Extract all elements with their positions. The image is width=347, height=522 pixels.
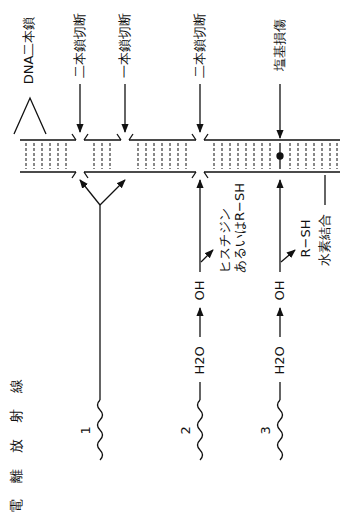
label-arrow (279, 84, 280, 138)
dna-heading: DNA二本鎖 (23, 15, 38, 85)
radical-label: OH (193, 279, 208, 301)
radiation-path (99, 205, 100, 400)
reaction-arrow (199, 180, 200, 272)
molecule-label: H2O (273, 345, 288, 375)
row-number: 3 (259, 425, 274, 435)
radiation-path (80, 180, 100, 205)
scavenger-arrow (201, 250, 213, 262)
break-mark (117, 134, 133, 140)
dna-strand (20, 171, 340, 172)
heading-bracket (14, 98, 46, 134)
label-arrow (124, 84, 125, 132)
hydrogen-bond-rungs (26, 143, 337, 169)
axis-label: 電離放射線 (8, 362, 24, 514)
label-arrow (79, 84, 80, 132)
break-mark (192, 134, 208, 178)
scavenger-label: ヒスチジン あるいはR−SH (218, 182, 248, 274)
scavenger-arrow (281, 250, 295, 262)
radiation-wave (98, 400, 103, 460)
break-label: 一本鎖切断 (118, 12, 133, 79)
row-number: 1 (79, 425, 94, 435)
radiation-path (100, 180, 125, 205)
radiation-path (279, 382, 280, 400)
bond-label: 水素結合 (318, 213, 333, 267)
label-arrow (199, 84, 200, 132)
radiation-wave (198, 400, 203, 460)
base-damage-dot (277, 153, 283, 159)
damage-label: 塩基損傷 (273, 18, 288, 72)
radical-label: OH (273, 279, 288, 301)
radiation-path (199, 382, 200, 400)
reaction-arrow (279, 180, 280, 272)
molecule-label: H2O (193, 345, 208, 375)
dna-strand (20, 139, 340, 140)
break-label: 二本鎖切断 (193, 12, 208, 79)
scavenger-label: R−SH (299, 218, 314, 258)
leader-line (324, 175, 325, 205)
reaction-arrow (279, 308, 280, 337)
break-label: 二本鎖切断 (73, 12, 88, 79)
break-mark (72, 134, 88, 178)
radiation-wave (278, 400, 283, 460)
reaction-arrow (199, 308, 200, 337)
row-number: 2 (179, 425, 194, 435)
